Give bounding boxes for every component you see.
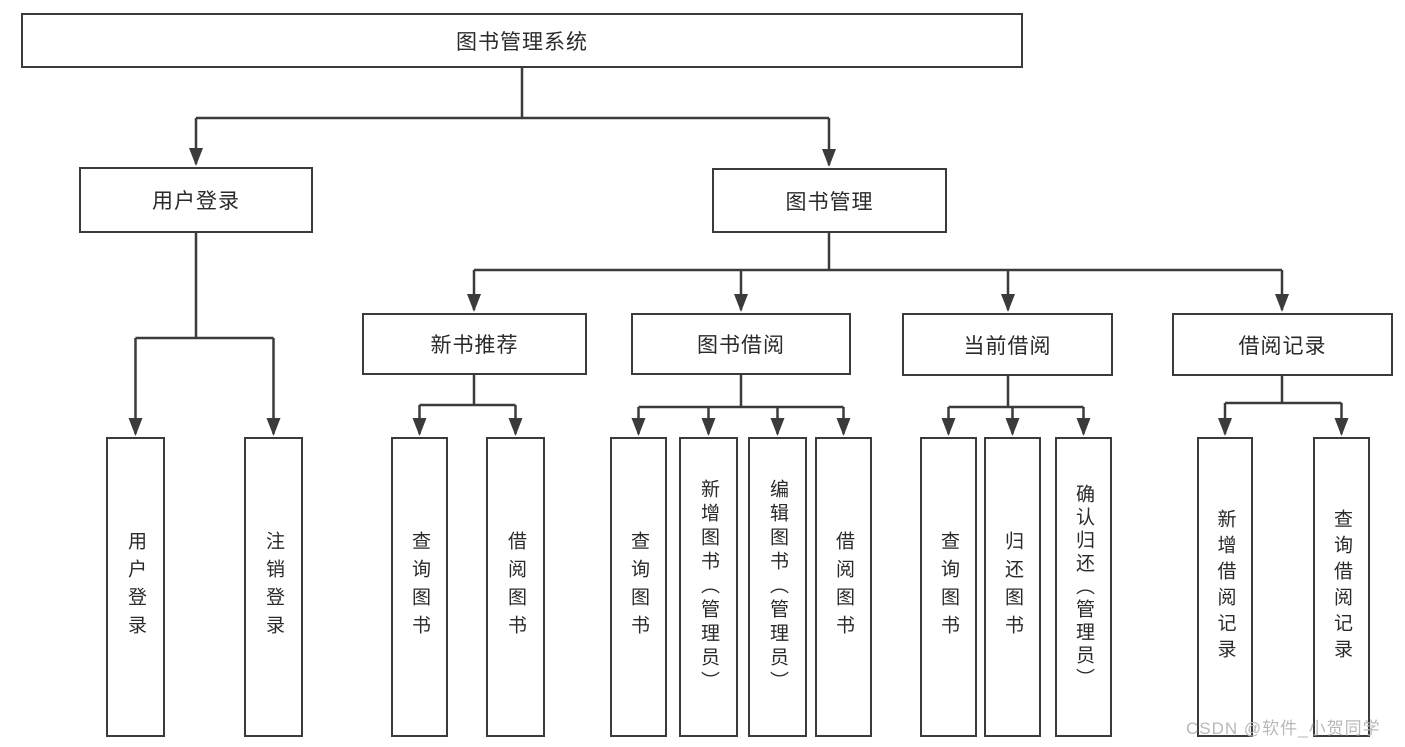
node-book-management: 图书管理 [712, 168, 947, 233]
node-current-borrowing: 当前借阅 [902, 313, 1113, 376]
node-book-borrowing-label: 图书借阅 [697, 334, 785, 357]
node-new-book-recommend-label: 新书推荐 [430, 334, 519, 357]
leaf-br-add-record: 新增借阅记录 [1197, 437, 1253, 737]
node-root: 图书管理系统 [21, 13, 1023, 68]
node-current-borrowing-label: 当前借阅 [963, 334, 1052, 358]
leaf-bb-add-books-label: 新增图书（管理员） [698, 479, 719, 695]
leaf-cb-return-books: 归还图书 [984, 437, 1041, 737]
node-borrowing-records-label: 借阅记录 [1238, 334, 1327, 358]
leaf-bb-add-books: 新增图书（管理员） [679, 437, 738, 737]
csdn-watermark: CSDN @软件_小贺同学 [1186, 719, 1381, 738]
leaf-cb-query-books: 查询图书 [920, 437, 977, 737]
leaf-br-add-record-label: 新增借阅记录 [1214, 509, 1236, 665]
node-user-login-label: 用户登录 [152, 190, 240, 213]
leaf-cb-query-books-label: 查询图书 [938, 531, 959, 643]
leaf-bb-query-books: 查询图书 [610, 437, 667, 737]
leaf-logout-label: 注销登录 [263, 531, 284, 643]
leaf-nb-borrow-books: 借阅图书 [486, 437, 545, 737]
node-root-label: 图书管理系统 [456, 30, 588, 54]
leaf-br-query-record-label: 查询借阅记录 [1331, 509, 1352, 665]
leaf-nb-query-books: 查询图书 [391, 437, 448, 737]
leaf-cb-return-books-label: 归还图书 [1002, 531, 1023, 643]
leaf-br-query-record: 查询借阅记录 [1313, 437, 1370, 737]
leaf-bb-query-books-label: 查询图书 [628, 531, 649, 643]
leaf-bb-borrow-books: 借阅图书 [815, 437, 872, 737]
node-book-management-label: 图书管理 [785, 190, 874, 214]
leaf-cb-confirm-return-label: 确认归还（管理员） [1073, 483, 1094, 691]
leaf-nb-query-books-label: 查询图书 [409, 531, 430, 643]
leaf-user-login: 用户登录 [106, 437, 165, 737]
leaf-cb-confirm-return: 确认归还（管理员） [1055, 437, 1112, 737]
leaf-bb-edit-books: 编辑图书（管理员） [748, 437, 807, 737]
leaf-bb-borrow-books-label: 借阅图书 [833, 531, 854, 643]
leaf-bb-edit-books-label: 编辑图书（管理员） [767, 479, 788, 695]
leaf-logout: 注销登录 [244, 437, 303, 737]
node-new-book-recommend: 新书推荐 [362, 313, 587, 375]
node-user-login: 用户登录 [79, 167, 313, 233]
leaf-user-login-label: 用户登录 [125, 531, 146, 643]
node-book-borrowing: 图书借阅 [631, 313, 851, 375]
leaf-nb-borrow-books-label: 借阅图书 [505, 531, 526, 643]
node-borrowing-records: 借阅记录 [1172, 313, 1393, 376]
